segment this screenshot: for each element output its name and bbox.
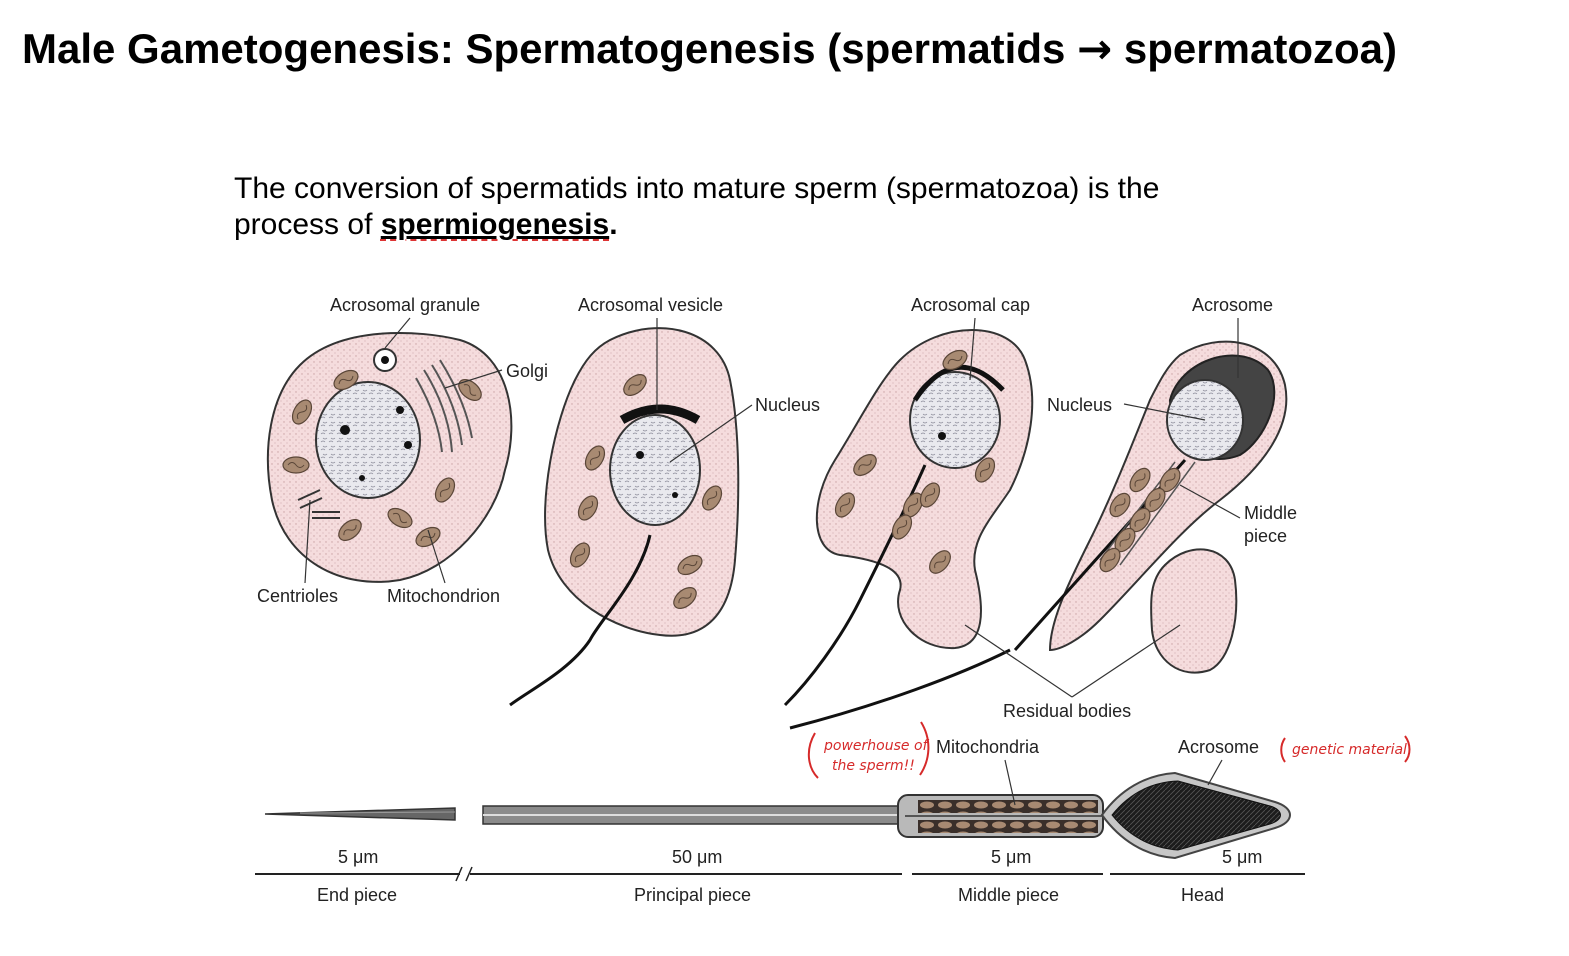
svg-text:powerhouse of: powerhouse of <box>823 738 930 754</box>
label-acrosome-top: Acrosome <box>1192 295 1273 315</box>
intro-paragraph: The conversion of spermatids into mature… <box>234 171 1354 243</box>
label-middle-piece-a: Middle <box>1244 503 1297 523</box>
acrosomal-vesicle-shape <box>619 404 701 424</box>
spermatid-stage-2 <box>509 327 740 707</box>
golgi-apparatus <box>415 359 473 453</box>
intro-line-2-prefix: process of <box>234 208 373 241</box>
label-acrosome-bottom: Acrosome <box>1178 737 1259 757</box>
label-acrosomal-vesicle: Acrosomal vesicle <box>578 295 723 315</box>
label-acrosomal-cap: Acrosomal cap <box>911 295 1030 315</box>
intro-period: . <box>609 208 618 241</box>
handwritten-annotation-powerhouse: powerhouse of the sperm!! <box>807 721 930 779</box>
residual-body-free <box>1150 548 1238 674</box>
label-golgi: Golgi <box>506 361 548 381</box>
middle-piece-length: 5 μm <box>991 847 1031 867</box>
label-acrosomal-granule: Acrosomal granule <box>330 295 480 315</box>
label-principal-piece: Principal piece <box>634 885 751 905</box>
svg-text:genetic material: genetic material <box>1292 742 1407 758</box>
title-text-end: spermatozoa) <box>1123 25 1397 72</box>
label-end-piece: End piece <box>317 885 397 905</box>
head-length: 5 μm <box>1222 847 1262 867</box>
label-nucleus-1: Nucleus <box>755 395 820 415</box>
end-piece-length: 5 μm <box>338 847 378 867</box>
arrow-right-icon: → <box>1077 24 1113 73</box>
centrioles-shape <box>297 489 340 519</box>
spermiogenesis-term: spermiogenesis <box>380 208 610 241</box>
label-mitochondria: Mitochondria <box>936 737 1040 757</box>
intro-line-2: process of spermiogenesis. <box>234 207 1354 243</box>
label-middle-piece: Middle piece <box>958 885 1059 905</box>
nucleus-1 <box>315 381 421 499</box>
title-text-start: Male Gametogenesis: Spermatogenesis (spe… <box>22 25 1066 72</box>
spermatid-stage-3 <box>783 329 1034 707</box>
spermatid-stage-4 <box>789 340 1288 730</box>
intro-line-1: The conversion of spermatids into mature… <box>234 172 1160 205</box>
nucleus-2 <box>609 414 701 526</box>
principal-piece-length: 50 μm <box>672 847 722 867</box>
slide-title: Male Gametogenesis: Spermatogenesis (spe… <box>22 24 1552 73</box>
label-nucleus-2: Nucleus <box>1047 395 1112 415</box>
label-centrioles: Centrioles <box>257 586 338 606</box>
label-head: Head <box>1181 885 1224 905</box>
label-residual-bodies: Residual bodies <box>1003 701 1131 721</box>
label-middle-piece-b: piece <box>1244 526 1287 546</box>
mature-spermatozoon <box>264 771 1291 860</box>
svg-text:the sperm!!: the sperm!! <box>832 758 915 774</box>
handwritten-annotation-genetic-material: genetic material <box>1280 735 1411 763</box>
label-mitochondrion: Mitochondrion <box>387 586 500 606</box>
scale-bar: 5 μm 50 μm 5 μm 5 μm End piece Principal… <box>255 847 1305 905</box>
end-piece-shape <box>264 807 456 821</box>
spermatid-stage-1 <box>266 332 513 583</box>
